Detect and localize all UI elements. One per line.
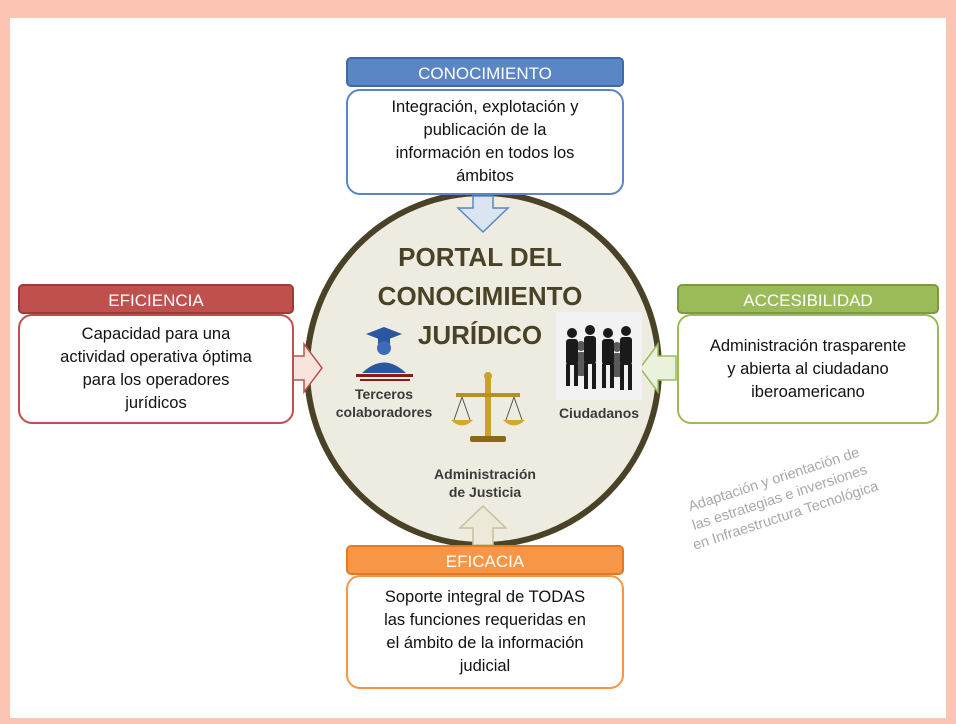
box-accesibilidad: Administración trasparente y abierta al …: [677, 314, 939, 424]
header-conocimiento: CONOCIMIENTO: [346, 57, 624, 87]
label-administracion: Administración de Justicia: [415, 465, 555, 501]
people-icon: [556, 312, 642, 400]
portal-title-line: PORTAL DEL: [398, 242, 562, 272]
graduate-icon: [356, 327, 413, 381]
box-line: para los operadores: [82, 371, 230, 389]
label-ciudadanos: Ciudadanos: [558, 405, 640, 421]
portal-title: PORTAL DEL CONOCIMIENTO JURÍDICO: [350, 238, 610, 355]
portal-title-line: JURÍDICO: [417, 320, 543, 350]
box-eficacia: Soporte integral de TODAS las funciones …: [346, 575, 624, 689]
box-line: judicial: [459, 657, 511, 675]
box-line: actividad operativa óptima: [60, 348, 252, 366]
label-terceros: Terceros colaboradores: [328, 385, 440, 421]
label-line: de Justicia: [448, 484, 522, 500]
box-conocimiento: Integración, explotación y publicación d…: [346, 89, 624, 195]
box-line: las funciones requeridas en: [384, 611, 586, 629]
box-line: jurídicos: [125, 394, 187, 412]
header-eficiencia: EFICIENCIA: [18, 284, 294, 314]
box-line: ámbitos: [456, 167, 514, 185]
box-line: publicación de la: [423, 121, 547, 139]
header-eficacia: EFICACIA: [346, 545, 624, 575]
box-line: el ámbito de la información: [386, 634, 584, 652]
box-line: Integración, explotación y: [391, 98, 579, 116]
box-line: Administración trasparente: [709, 336, 907, 355]
arrow-right: [639, 341, 677, 395]
label-line: Terceros: [354, 386, 414, 402]
box-line: Capacidad para una: [81, 325, 231, 343]
box-line: y abierta al ciudadano: [727, 359, 889, 378]
label-line: colaboradores: [335, 404, 433, 420]
box-line: iberoamericano: [751, 382, 865, 401]
header-accesibilidad: ACCESIBILIDAD: [677, 284, 939, 314]
arrow-top: [456, 195, 510, 234]
box-eficiencia: Capacidad para una actividad operativa ó…: [18, 314, 294, 424]
label-line: Administración: [434, 466, 536, 482]
box-line: información en todos los: [395, 144, 575, 162]
portal-title-line: CONOCIMIENTO: [377, 281, 583, 311]
scales-icon: [451, 372, 525, 442]
box-line: Soporte integral de TODAS: [384, 588, 586, 606]
arrow-bottom: [458, 504, 508, 546]
